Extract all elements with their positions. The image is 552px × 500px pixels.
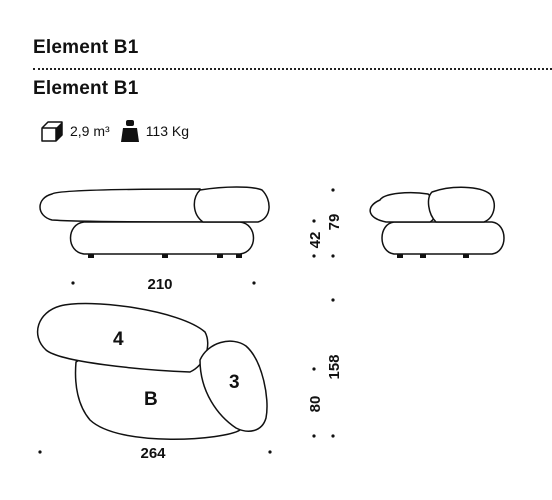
plan-width-label: 264 <box>140 445 166 462</box>
plan-backrest-cushion <box>36 302 209 373</box>
spec-row: 2,9 m³ 113 Kg <box>40 118 199 144</box>
side-seat-base <box>381 221 505 255</box>
weight-icon <box>120 119 140 143</box>
front-backrest-cushion <box>39 188 206 223</box>
front-seat-base <box>69 221 255 255</box>
front-feet <box>88 254 242 258</box>
backrest-piece-label: 4 <box>113 329 124 350</box>
dimension-markers: 210 264 42 79 80 158 <box>38 188 343 462</box>
armrest-piece-label: 3 <box>229 372 240 393</box>
box-volume-icon <box>40 120 64 142</box>
side-view <box>369 186 505 258</box>
page-title: Element B1 <box>33 37 139 58</box>
total-height-label: 79 <box>326 214 343 231</box>
front-width-label: 210 <box>147 276 172 293</box>
volume-value: 2,9 m³ <box>70 123 110 139</box>
plan-armrest-cushion <box>199 340 268 432</box>
seat-depth-label: 80 <box>307 396 324 413</box>
side-feet <box>397 254 469 258</box>
side-armrest-cushion <box>427 186 496 223</box>
plan-view: 4 3 B <box>36 302 268 440</box>
total-depth-label: 158 <box>326 354 343 379</box>
side-backrest-cushion <box>369 191 437 223</box>
seat-height-label: 42 <box>307 232 324 249</box>
weight-value: 113 Kg <box>145 123 190 139</box>
dotted-divider <box>33 68 552 70</box>
front-armrest-cushion <box>193 186 270 223</box>
base-piece-label: B <box>144 389 158 410</box>
front-view <box>39 186 270 258</box>
element-subtitle: Element B1 <box>33 78 139 99</box>
